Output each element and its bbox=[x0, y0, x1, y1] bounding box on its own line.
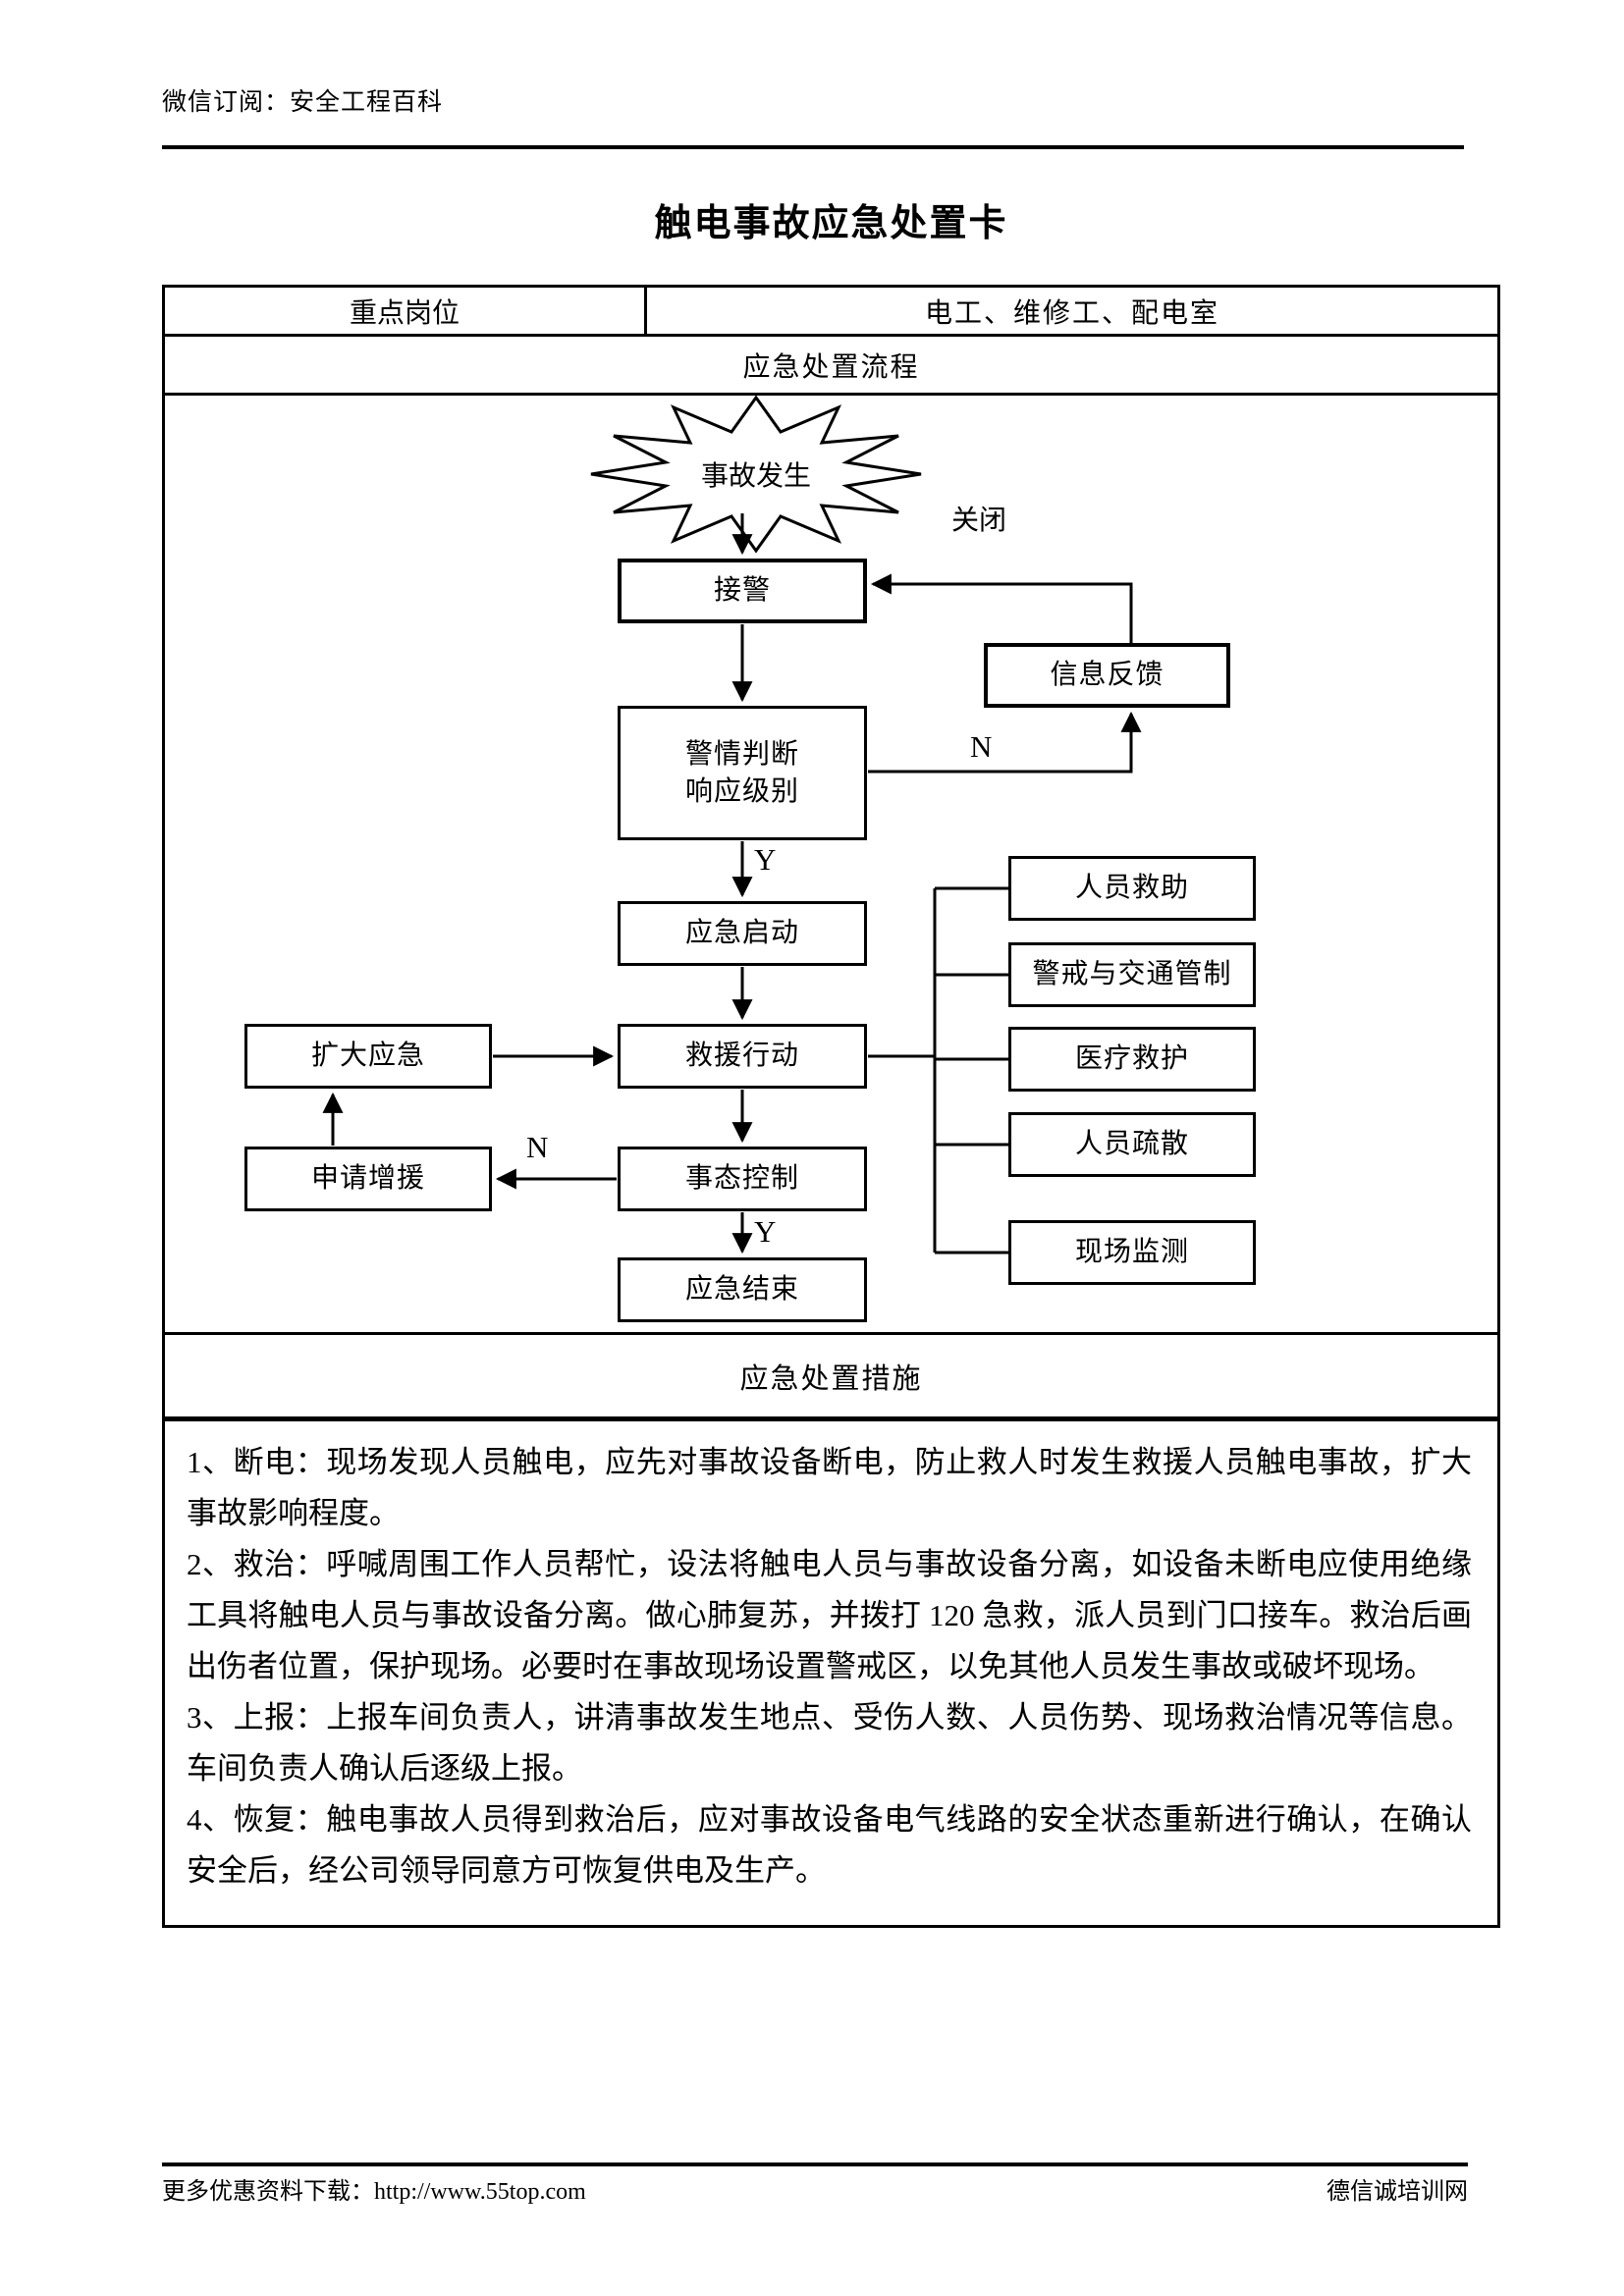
measures-body: 1、断电：现场发现人员触电，应先对事故设备断电，防止救人时发生救援人员触电事故，… bbox=[165, 1421, 1497, 1931]
header-divider bbox=[162, 145, 1464, 149]
no-label-control: N bbox=[526, 1130, 549, 1164]
node-accident-start: 事故发生 bbox=[700, 461, 811, 492]
node-info-feedback: 信息反馈 bbox=[984, 643, 1230, 708]
node-receive-alarm: 接警 bbox=[618, 559, 867, 623]
node-personnel-rescue: 人员救助 bbox=[1008, 856, 1256, 921]
accident-starburst-shape bbox=[590, 396, 922, 554]
response-card-table: 重点岗位 电工、维修工、配电室 应急处置流程 bbox=[162, 285, 1500, 1928]
yes-label-control: Y bbox=[754, 1214, 777, 1249]
node-medical-aid: 医疗救护 bbox=[1008, 1027, 1256, 1092]
no-label-feedback: N bbox=[970, 729, 993, 764]
measure-item-recovery: 4、恢复：触电事故人员得到救治后，应对事故设备电气线路的安全状态重新进行确认，在… bbox=[187, 1802, 1472, 1888]
measure-item-report: 3、上报：上报车间负责人，讲清事故发生地点、受伤人数、人员伤势、现场救治情况等信… bbox=[187, 1700, 1472, 1786]
flow-section-header: 应急处置流程 bbox=[165, 337, 1497, 396]
node-emergency-end: 应急结束 bbox=[618, 1257, 867, 1322]
measure-item-treatment: 2、救治：呼喊周围工作人员帮忙，设法将触电人员与事故设备分离，如设备未断电应使用… bbox=[187, 1547, 1472, 1683]
node-request-reinforcement: 申请增援 bbox=[244, 1147, 492, 1211]
footer-download-link: 更多优惠资料下载：http://www.55top.com bbox=[162, 2179, 586, 2205]
node-judge-level-line2: 响应级别 bbox=[684, 775, 799, 807]
node-emergency-launch: 应急启动 bbox=[618, 901, 867, 966]
flowchart: 事故发生 关闭 N Y N Y 接警 警情判断 响应级别 应急启动 救援行动 事… bbox=[165, 396, 1497, 1332]
close-label: 关闭 bbox=[951, 506, 1007, 536]
node-rescue-action: 救援行动 bbox=[618, 1024, 867, 1089]
node-judge-level: 警情判断 响应级别 bbox=[618, 706, 867, 840]
flowchart-row: 事故发生 关闭 N Y N Y 接警 警情判断 响应级别 应急启动 救援行动 事… bbox=[165, 396, 1497, 1335]
node-cordon-traffic-control: 警戒与交通管制 bbox=[1008, 942, 1256, 1007]
node-personnel-evacuation: 人员疏散 bbox=[1008, 1112, 1256, 1177]
measure-item-power-off: 1、断电：现场发现人员触电，应先对事故设备断电，防止救人时发生救援人员触电事故，… bbox=[187, 1445, 1472, 1530]
node-situation-control: 事态控制 bbox=[618, 1147, 867, 1211]
footer-site-name: 德信诚培训网 bbox=[1326, 2179, 1468, 2205]
key-posts-label: 重点岗位 bbox=[165, 288, 647, 334]
node-expand-emergency: 扩大应急 bbox=[244, 1024, 492, 1089]
wechat-subscription-header: 微信订阅：安全工程百科 bbox=[162, 89, 444, 116]
measures-section-header: 应急处置措施 bbox=[165, 1335, 1497, 1421]
node-site-monitoring: 现场监测 bbox=[1008, 1220, 1256, 1285]
yes-label-judge: Y bbox=[754, 842, 777, 877]
key-posts-value: 电工、维修工、配电室 bbox=[924, 297, 1219, 329]
flowchart-connectors bbox=[322, 396, 1142, 1255]
footer-divider bbox=[162, 2163, 1468, 2166]
node-judge-level-line1: 警情判断 bbox=[684, 738, 799, 770]
key-posts-row: 重点岗位 电工、维修工、配电室 bbox=[165, 288, 1497, 337]
page-title: 触电事故应急处置卡 bbox=[654, 203, 1008, 244]
